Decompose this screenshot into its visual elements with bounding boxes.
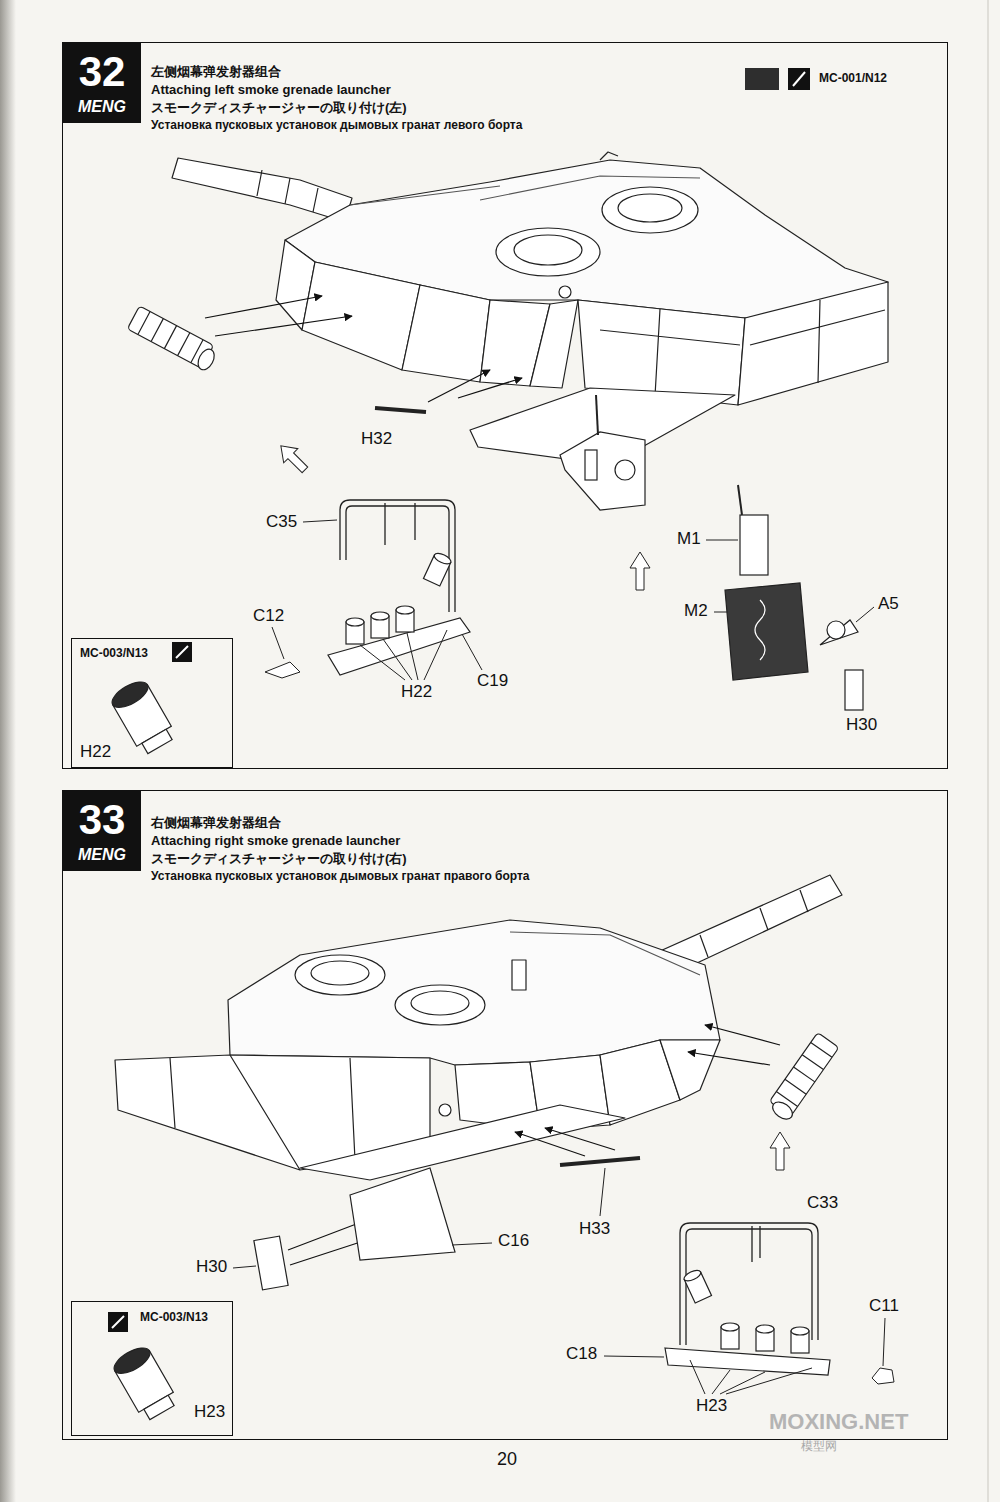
rack-frame bbox=[340, 500, 455, 612]
part-number: C35 bbox=[265, 513, 298, 532]
paint-inset: MC-003/N13H22 bbox=[71, 638, 233, 768]
leader-lines bbox=[233, 1168, 885, 1394]
storage-box bbox=[560, 395, 645, 510]
turret-left-view bbox=[172, 152, 888, 465]
part-number: H30 bbox=[195, 1258, 228, 1277]
knife-icon bbox=[108, 1312, 128, 1332]
part-strip bbox=[375, 408, 426, 412]
part-strip bbox=[560, 1158, 640, 1165]
part-number: C12 bbox=[252, 607, 285, 626]
part-number: H22 bbox=[80, 742, 111, 762]
part-number: H23 bbox=[194, 1402, 225, 1422]
step-title: 左侧烟幕弹发射器组合 bbox=[151, 65, 281, 80]
paint-inset: MC-003/N13H23 bbox=[71, 1301, 233, 1436]
step-title: 右侧烟幕弹发射器组合 bbox=[151, 816, 281, 831]
paint-swatch bbox=[745, 68, 779, 90]
part-number: C18 bbox=[565, 1345, 598, 1364]
brand-logo: MENG bbox=[78, 847, 126, 863]
paint-code: MC-003/N13 bbox=[140, 1311, 208, 1325]
grenade-cups bbox=[346, 551, 452, 644]
step-title: Установка пусковых установок дымовых гра… bbox=[151, 870, 530, 884]
assembly-arrows bbox=[205, 296, 522, 402]
brand-logo: MENG bbox=[78, 99, 126, 115]
leader-lines bbox=[272, 520, 874, 680]
step-badge: 32MENG bbox=[63, 43, 141, 123]
hollow-arrow bbox=[630, 552, 650, 590]
hollow-arrow bbox=[274, 439, 312, 477]
knife-icon bbox=[788, 68, 810, 90]
page-number: 20 bbox=[496, 1450, 518, 1470]
step-number: 33 bbox=[79, 799, 126, 841]
part-number: A5 bbox=[877, 595, 900, 614]
knife-icon bbox=[172, 642, 192, 662]
part-number: M2 bbox=[683, 602, 709, 621]
part-number: C19 bbox=[476, 672, 509, 691]
small-part bbox=[265, 662, 300, 678]
page-binding bbox=[0, 0, 16, 1502]
hollow-arrow bbox=[770, 1132, 790, 1170]
grenade-cups bbox=[683, 1268, 809, 1353]
part-number: H23 bbox=[695, 1397, 728, 1416]
step-panel: 右侧烟幕弹发射器组合 Attaching right smoke grenade … bbox=[62, 790, 948, 1440]
watermark: 模型网 bbox=[800, 1440, 838, 1453]
step-title: スモークディスチャージャーの取り付け(左) bbox=[151, 101, 407, 116]
cup-detail bbox=[108, 677, 177, 757]
part-number: C11 bbox=[868, 1297, 900, 1316]
part-number: H33 bbox=[578, 1220, 611, 1239]
part-number: C16 bbox=[497, 1232, 530, 1251]
part-number: C33 bbox=[806, 1194, 839, 1213]
paint-code: MC-003/N13 bbox=[80, 647, 148, 661]
launcher-assembly bbox=[127, 306, 220, 373]
step-panel: 左侧烟幕弹发射器组合 Attaching left smoke grenade l… bbox=[62, 42, 948, 769]
step-title: Установка пусковых установок дымовых гра… bbox=[151, 119, 522, 133]
radio-parts bbox=[725, 485, 863, 710]
step-title: Attaching right smoke grenade launcher bbox=[151, 834, 400, 849]
launcher-assembly bbox=[765, 1033, 839, 1123]
cup-detail bbox=[110, 1343, 179, 1423]
bracket-part bbox=[254, 1236, 288, 1290]
paint-code: MC-001/N12 bbox=[818, 72, 888, 85]
watermark: MOXING.NET bbox=[768, 1410, 909, 1434]
step-number: 32 bbox=[79, 51, 126, 93]
small-part bbox=[872, 1368, 894, 1384]
part-number: H32 bbox=[360, 430, 393, 449]
part-number: M1 bbox=[676, 530, 702, 549]
part-number: H22 bbox=[400, 683, 433, 702]
step-title: Attaching left smoke grenade launcher bbox=[151, 83, 391, 98]
part-number: H30 bbox=[845, 716, 878, 735]
step-badge: 33MENG bbox=[63, 791, 141, 871]
rack-frame bbox=[680, 1223, 818, 1345]
side-plate bbox=[350, 1168, 455, 1260]
page-edge bbox=[988, 0, 989, 1502]
step-title: スモークディスチャージャーの取り付け(右) bbox=[151, 852, 407, 867]
turret-right-view bbox=[115, 875, 842, 1180]
